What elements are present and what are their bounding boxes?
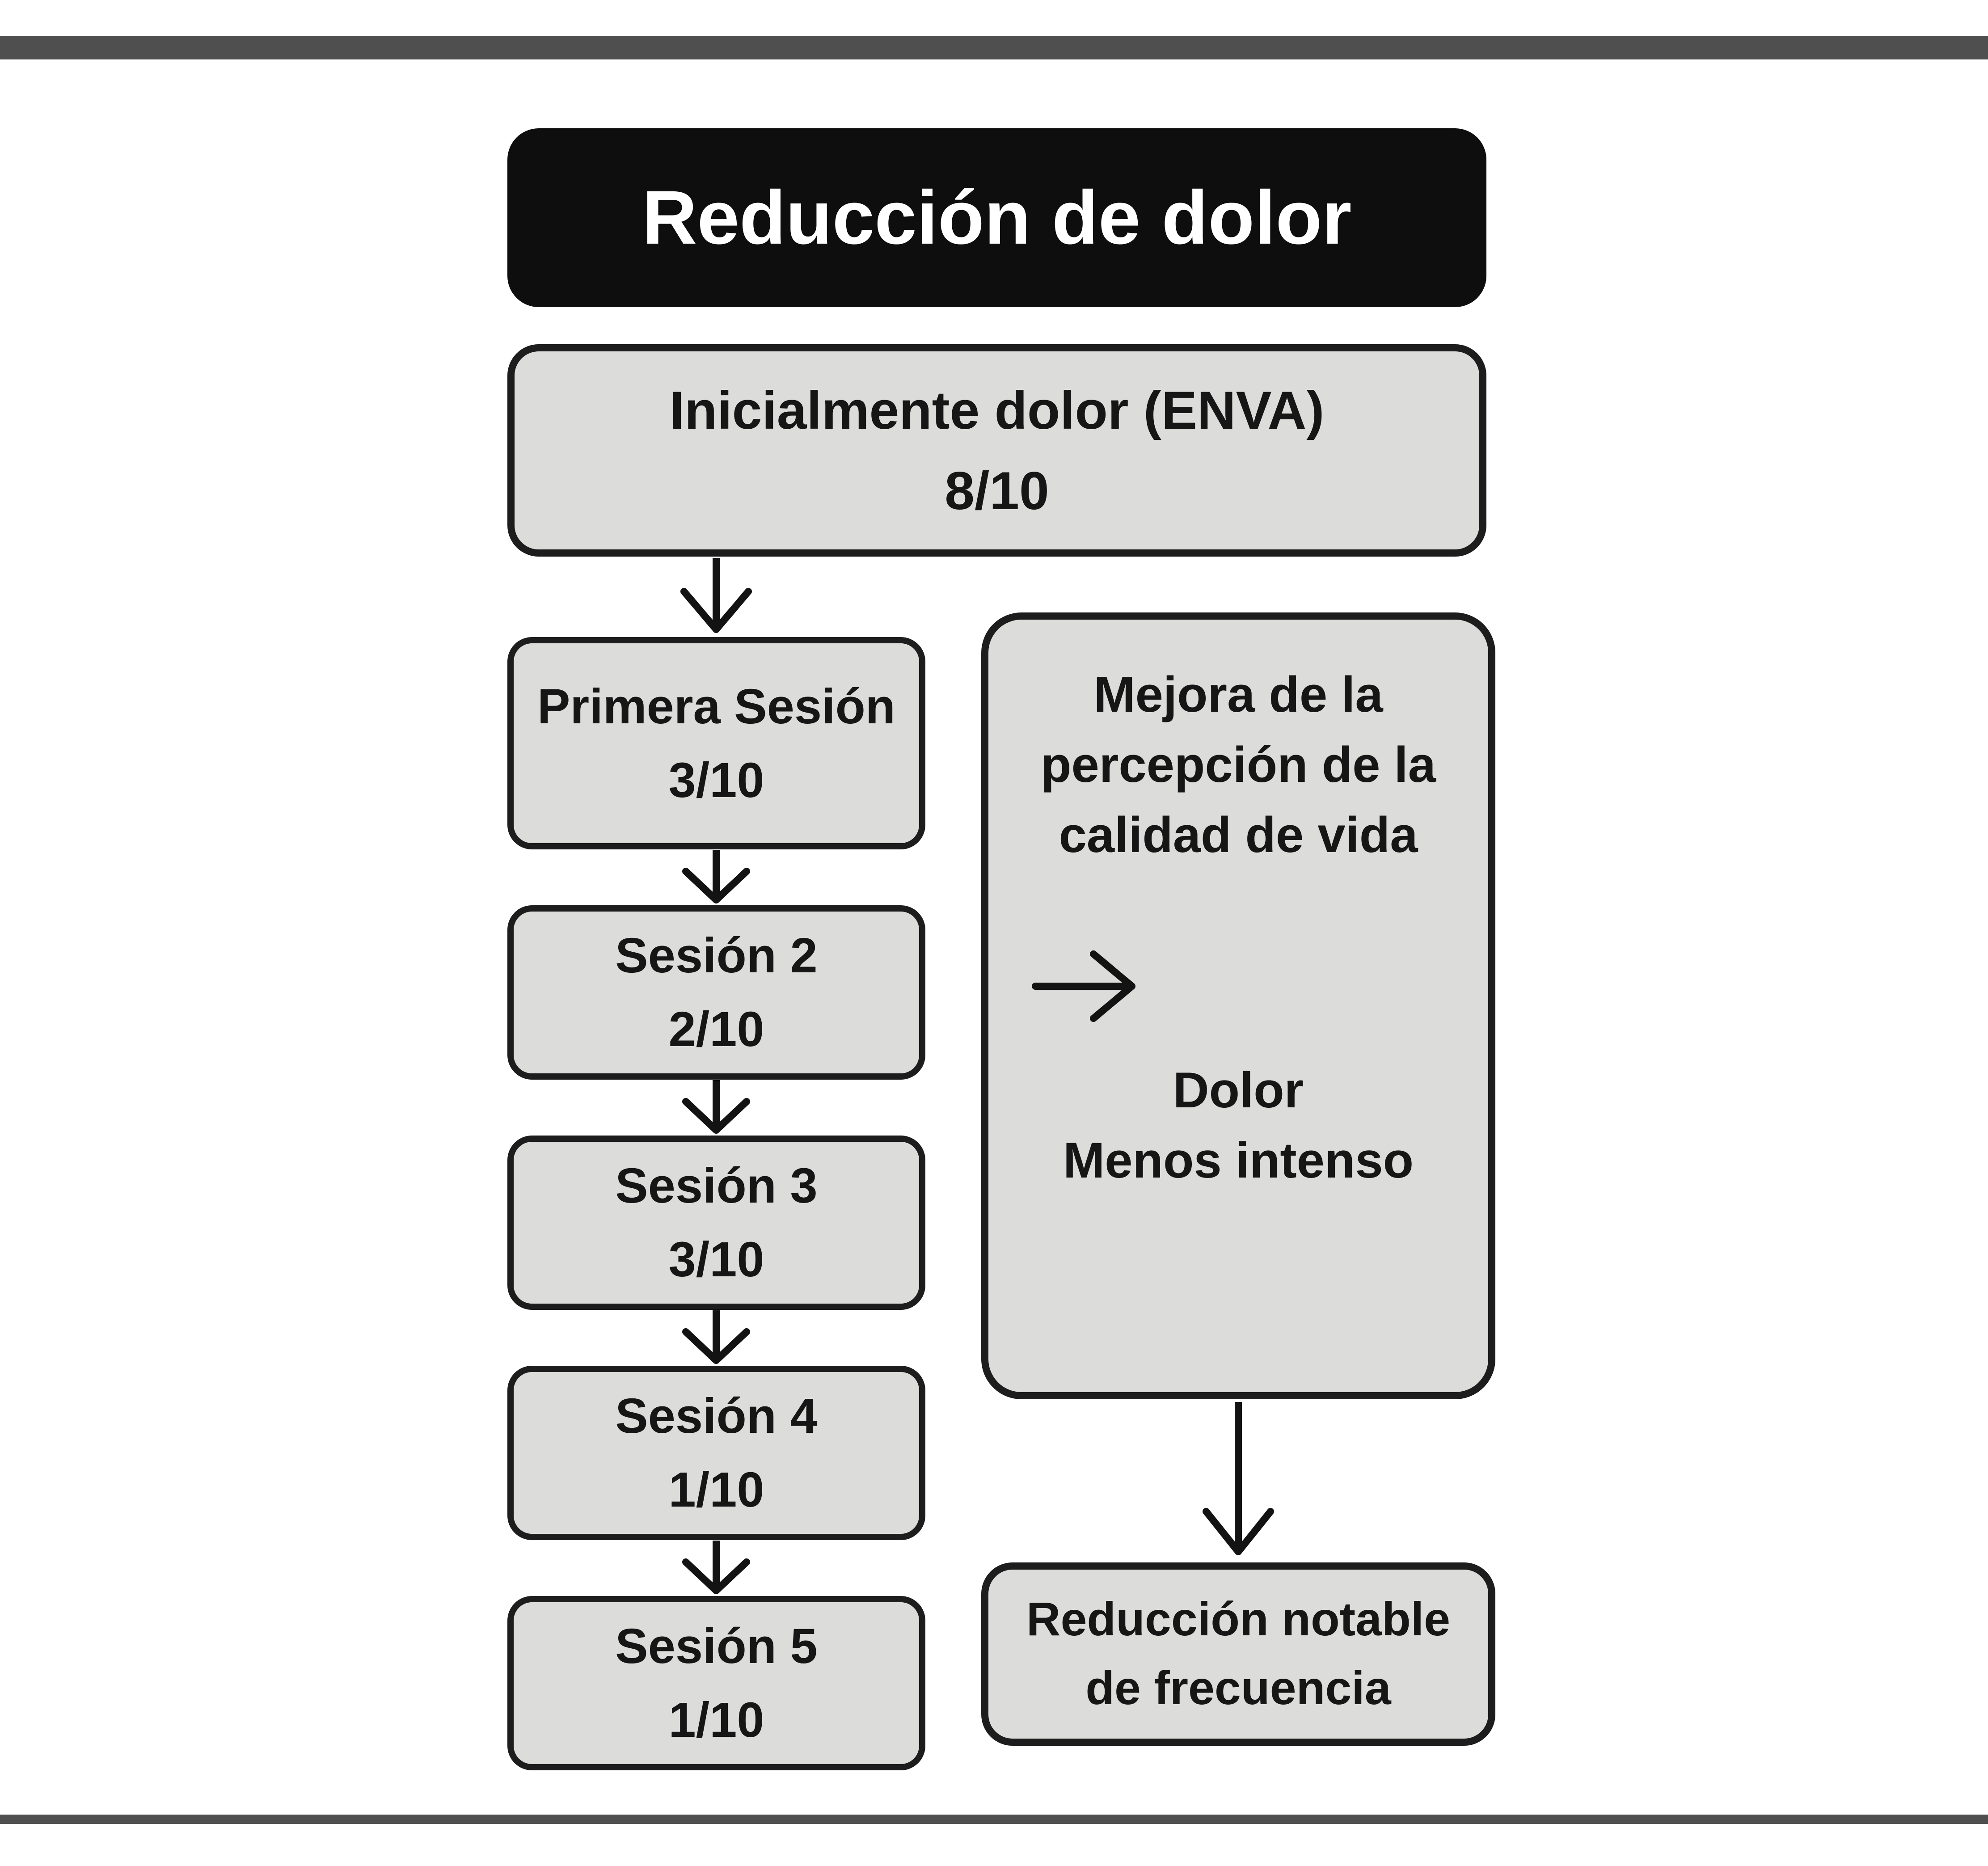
session-box-3: Sesión 3 3/10 [507, 1136, 925, 1310]
initial-pain-box: Inicialmente dolor (ENVA) 8/10 [507, 344, 1486, 557]
diagram-title: Reducción de dolor [642, 175, 1352, 260]
pain-less-intense-line1: Dolor [1173, 1062, 1304, 1119]
session-box-4: Sesión 4 1/10 [507, 1366, 925, 1540]
arrow-down-icon [1200, 1402, 1276, 1559]
session-score: 2/10 [668, 1002, 764, 1057]
arrow-down-icon [678, 1310, 754, 1365]
arrow-down-icon [678, 1080, 754, 1135]
quality-of-life-box: Mejora de la percepción de la calidad de… [981, 612, 1495, 1399]
pain-less-intense-line2: Menos intenso [1063, 1132, 1414, 1189]
session-score: 1/10 [668, 1462, 764, 1517]
arrow-down-icon [678, 850, 754, 905]
session-name: Sesión 4 [615, 1389, 818, 1444]
initial-pain-score: 8/10 [945, 460, 1049, 521]
session-name: Primera Sesión [537, 679, 895, 734]
session-name: Sesión 5 [615, 1619, 818, 1674]
arrow-down-icon [678, 558, 754, 636]
bottom-frame-bar [0, 1815, 1988, 1824]
session-score: 1/10 [668, 1693, 764, 1748]
session-name: Sesión 2 [615, 928, 818, 983]
session-name: Sesión 3 [615, 1158, 818, 1213]
session-box-1: Primera Sesión 3/10 [507, 637, 925, 849]
frequency-reduction-line1: Reducción notable [1026, 1593, 1451, 1646]
quality-of-life-heading: Mejora de la percepción de la calidad de… [1041, 667, 1436, 863]
diagram-title-box: Reducción de dolor [507, 128, 1486, 307]
frequency-reduction-line2: de frecuencia [1085, 1662, 1391, 1714]
session-score: 3/10 [668, 1232, 764, 1287]
session-box-2: Sesión 2 2/10 [507, 905, 925, 1080]
initial-pain-label: Inicialmente dolor (ENVA) [669, 380, 1325, 440]
arrow-right-icon [988, 948, 1488, 1024]
session-box-5: Sesión 5 1/10 [507, 1596, 925, 1770]
frequency-reduction-box: Reducción notable de frecuencia [981, 1562, 1495, 1746]
session-score: 3/10 [668, 752, 764, 808]
top-frame-bar [0, 36, 1988, 59]
arrow-down-icon [678, 1541, 754, 1596]
